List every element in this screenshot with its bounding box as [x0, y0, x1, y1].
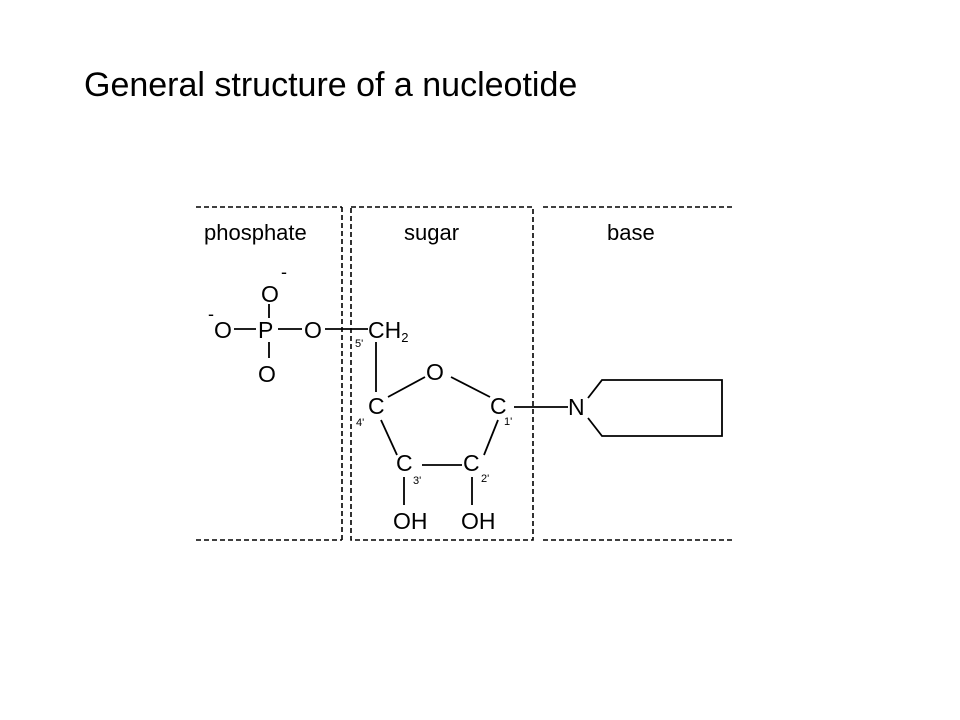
position-2-prime: 2' [481, 473, 489, 485]
position-1-prime: 1' [504, 416, 512, 428]
hydroxyl-3-prime: OH [393, 508, 428, 534]
position-4-prime: 4' [356, 417, 364, 429]
charge-top: - [281, 262, 287, 282]
base-nitrogen: N [568, 394, 585, 420]
page-title: General structure of a nucleotide [84, 66, 578, 104]
ring-oxygen: O [426, 359, 444, 385]
carbon-4-prime: C [368, 393, 385, 419]
phosphate-section-box [196, 206, 343, 541]
carbon-2-prime: C [463, 450, 480, 476]
position-5-prime: 5' [355, 338, 363, 350]
ch2-group: CH2 [368, 317, 408, 345]
base-section-box [543, 206, 735, 541]
phosphate-oxygen-left: O [214, 317, 232, 343]
hydroxyl-2-prime: OH [461, 508, 496, 534]
sugar-section-box [350, 206, 534, 541]
phosphorus-atom: P [258, 317, 273, 343]
base-label: base [607, 220, 655, 245]
phosphate-oxygen-bottom: O [258, 361, 276, 387]
ch2-subscript: 2 [401, 330, 408, 345]
position-3-prime: 3' [413, 475, 421, 487]
carbon-3-prime: C [396, 450, 413, 476]
phosphate-label: phosphate [204, 220, 307, 245]
sugar-label: sugar [404, 220, 459, 245]
ch2-text: CH [368, 317, 401, 343]
phosphate-oxygen-right: O [304, 317, 322, 343]
base-ring-outline [587, 379, 723, 437]
phosphate-oxygen-top: O [261, 281, 279, 307]
charge-left: - [208, 304, 214, 324]
carbon-1-prime: C [490, 393, 507, 419]
